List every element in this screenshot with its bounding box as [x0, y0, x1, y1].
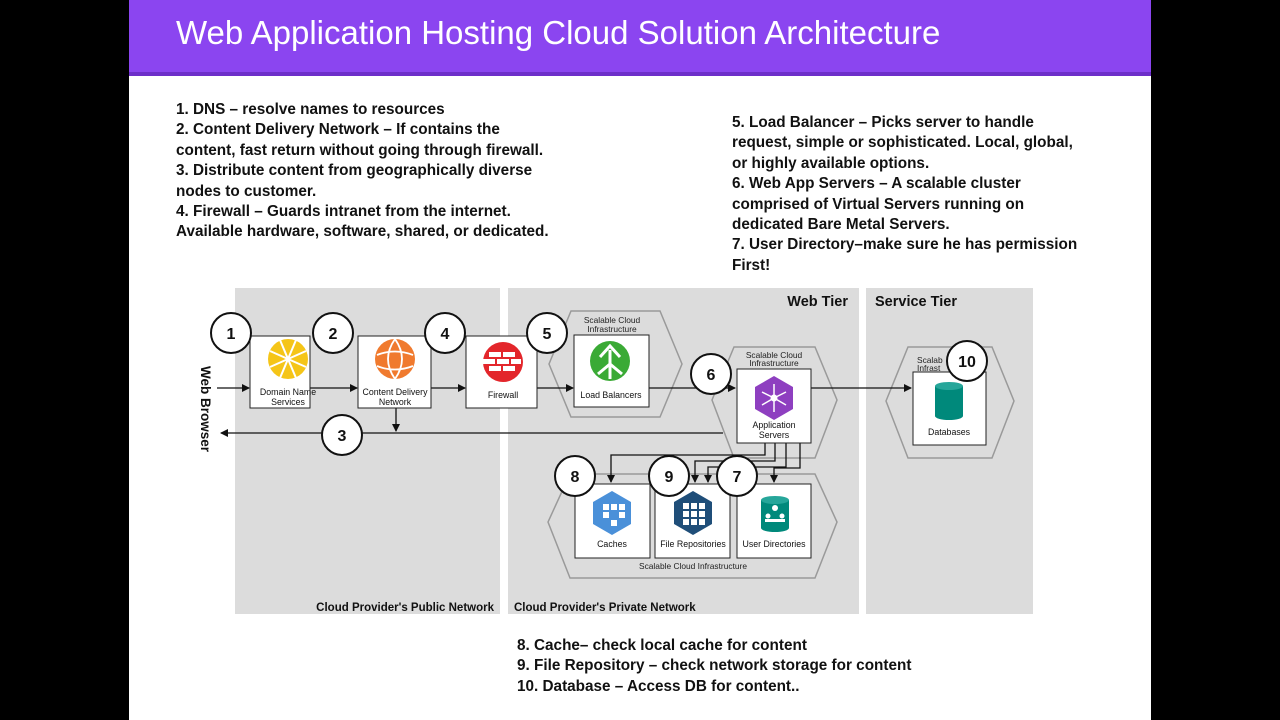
- firewall-label: Firewall: [488, 390, 518, 400]
- slide-title: Web Application Hosting Cloud Solution A…: [176, 14, 941, 51]
- notes-left: 1. DNS – resolve names to resources 2. C…: [176, 100, 556, 243]
- web-browser-label: Web Browser: [198, 366, 213, 453]
- cdn-label-2: Network: [379, 397, 412, 407]
- title-bar-shadow: [129, 72, 1151, 76]
- app-infra-label-2: Infrastructure: [749, 358, 799, 368]
- application-servers-node[interactable]: Application Servers: [736, 368, 812, 444]
- callout-10-label: 10: [958, 354, 976, 371]
- dns-node[interactable]: Domain Name Services: [249, 335, 316, 409]
- files-label: File Repositories: [660, 539, 726, 549]
- callout-1: 1: [210, 312, 252, 354]
- storage-infra-label: Scalable Cloud Infrastructure: [639, 561, 747, 571]
- app-label-2: Servers: [759, 430, 790, 440]
- user-directories-node[interactable]: User Directories: [736, 483, 812, 559]
- callout-2-label: 2: [329, 326, 338, 343]
- callout-10: 10: [946, 340, 988, 382]
- db-infra-label-2: Infrast: [917, 363, 941, 373]
- notes-bottom: 8. Cache– check local cache for content …: [517, 636, 1077, 697]
- callout-3: 3: [321, 414, 363, 456]
- callout-8-label: 8: [571, 469, 580, 486]
- callout-7-label: 7: [733, 469, 742, 486]
- slide: Web Application Hosting Cloud Solution A…: [129, 0, 1151, 720]
- cdn-label-1: Content Delivery: [362, 387, 428, 397]
- web-tier-label: Web Tier: [787, 294, 848, 310]
- callout-6-label: 6: [707, 367, 716, 384]
- note-web-app-servers: 6. Web App Servers – A scalable cluster …: [732, 175, 1025, 234]
- note-load-balancer: 5. Load Balancer – Picks server to handl…: [732, 114, 1073, 172]
- note-firewall: 4. Firewall – Guards intranet from the i…: [176, 203, 549, 241]
- callout-9-label: 9: [665, 469, 674, 486]
- db-label: Databases: [928, 427, 971, 437]
- lb-infra-label-1: Scalable Cloud: [584, 315, 641, 325]
- callout-1-label: 1: [227, 326, 236, 343]
- callout-4: 4: [424, 312, 466, 354]
- globe-network-icon: [375, 339, 415, 379]
- dns-label-1: Domain Name: [260, 387, 316, 397]
- callout-3-label: 3: [338, 428, 347, 445]
- hexagon-grid-icon: [593, 491, 631, 535]
- callout-5: 5: [526, 312, 568, 354]
- callout-4-label: 4: [441, 326, 450, 343]
- note-cache: 8. Cache– check local cache for content: [517, 637, 807, 654]
- callout-6: 6: [690, 353, 732, 395]
- caches-node[interactable]: Caches: [574, 483, 651, 559]
- note-distribute: 3. Distribute content from geographicall…: [176, 162, 533, 200]
- note-cdn: 2. Content Delivery Network – If contain…: [176, 121, 544, 159]
- app-infra-label-1: Scalable Cloud: [746, 350, 803, 360]
- dns-label-2: Services: [271, 397, 305, 407]
- architecture-diagram: Web Tier Service Tier Cloud Provider's P…: [198, 288, 1033, 614]
- title-bar: Web Application Hosting Cloud Solution A…: [129, 0, 1151, 76]
- firewall-node[interactable]: Firewall: [465, 335, 538, 409]
- private-network-label: Cloud Provider's Private Network: [514, 602, 696, 614]
- app-label-1: Application: [752, 420, 795, 430]
- note-user-directory: 7. User Directory–make sure he has permi…: [732, 236, 1078, 274]
- callout-5-label: 5: [543, 326, 552, 343]
- databases-node[interactable]: Databases: [912, 371, 987, 446]
- callout-2: 2: [312, 312, 354, 354]
- directory-users-icon: [761, 496, 789, 532]
- service-tier-panel: [866, 288, 1033, 614]
- db-infra-label-1: Scalab: [917, 355, 943, 365]
- note-database: 10. Database – Access DB for content..: [517, 677, 800, 695]
- note-file-repository: 9. File Repository – check network stora…: [517, 657, 912, 675]
- cylinder-database-icon: [935, 382, 963, 420]
- cdn-node[interactable]: Content Delivery Network: [357, 335, 432, 409]
- callout-8: 8: [554, 455, 596, 497]
- load-balancer-node[interactable]: Load Balancers: [573, 334, 650, 408]
- lb-label: Load Balancers: [580, 390, 642, 400]
- note-dns: 1. DNS – resolve names to resources: [176, 101, 445, 118]
- callout-9: 9: [648, 455, 690, 497]
- lb-infra-outline: [548, 310, 683, 418]
- lb-infra-label-2: Infrastructure: [587, 324, 637, 334]
- caches-label: Caches: [597, 539, 627, 549]
- db-infra-outline: [885, 346, 1015, 459]
- service-tier-label: Service Tier: [875, 294, 957, 310]
- callout-7: 7: [716, 455, 758, 497]
- public-network-label: Cloud Provider's Public Network: [316, 602, 494, 614]
- notes-right: 5. Load Balancer – Picks server to handl…: [732, 113, 1092, 276]
- users-label: User Directories: [742, 539, 806, 549]
